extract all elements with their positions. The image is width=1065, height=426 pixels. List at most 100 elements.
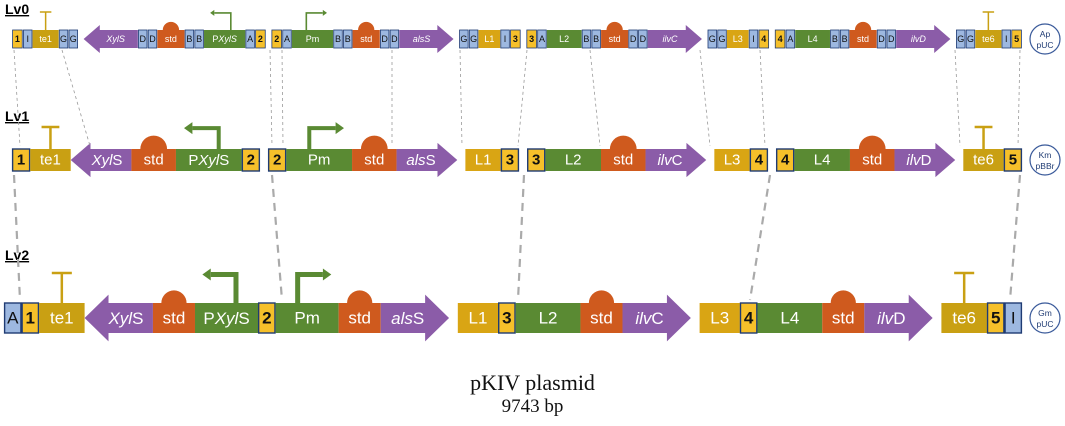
lv0-part-26-box xyxy=(459,29,469,49)
lv0-part-58-box xyxy=(956,29,966,49)
lv0-lng-l2: L2 xyxy=(546,30,582,48)
lv0-pro-pm: Pm xyxy=(291,9,334,48)
lv0-num-3: 3 xyxy=(526,29,537,49)
guide-line-lv0-1 xyxy=(61,49,91,147)
lv1-ter-te1: te1 xyxy=(30,125,71,171)
lv1-num-1: 1 xyxy=(11,148,31,172)
lv0-ovh-b: B xyxy=(591,29,601,49)
lv0-part-11-box xyxy=(194,29,204,49)
lv2-part-17-block xyxy=(699,303,740,333)
lv0-part-40-text: ilvC xyxy=(662,34,677,44)
cds-arrow-icon xyxy=(83,24,138,54)
lv0-part-55-text: D xyxy=(888,34,895,44)
lv1-rbs-std: std xyxy=(600,135,646,171)
lv0-ovh-b: B xyxy=(839,29,850,49)
lv0-part-6-text: XylS xyxy=(105,34,125,44)
lv0-part-45-box xyxy=(748,29,759,49)
lv0-ovh-i: I xyxy=(1001,29,1011,49)
lv2-part-14-block xyxy=(580,303,623,333)
lv1-part-25-text: std xyxy=(862,152,882,169)
lv0-ovh-g: G xyxy=(58,29,69,49)
rbs-icon xyxy=(358,21,375,30)
lv2-part-25-text: I xyxy=(1011,309,1016,328)
lv0-part-27-text: G xyxy=(470,34,477,44)
lv2-part-8-text: std xyxy=(348,309,371,328)
lv0-part-21-block xyxy=(352,30,380,48)
lv1-num-3: 3 xyxy=(500,148,520,172)
lv0-part-22-text: D xyxy=(381,34,388,44)
lv0-ovh-a: A xyxy=(282,29,292,49)
lv0-ovh-d: D xyxy=(628,29,638,49)
lv0-num-4: 4 xyxy=(758,29,770,49)
lv0-part-29-text: I xyxy=(504,34,507,44)
lv0-part-1-box xyxy=(23,29,33,49)
promoter-arrow-icon xyxy=(307,126,336,149)
plasmid-size: 9743 bp xyxy=(501,396,564,417)
lv1-part-24-text: L4 xyxy=(814,152,831,169)
lv0-ter-te6: te6 xyxy=(975,11,1002,48)
lv2-num-2: 2 xyxy=(257,302,276,334)
lv0-rbs-std: std xyxy=(352,21,380,48)
lv0-part-9-block xyxy=(157,30,185,48)
lv2-part-24-text: 5 xyxy=(991,309,1000,328)
lv0-part-52-text: B xyxy=(842,34,848,44)
lv1-part-21-text: 4 xyxy=(755,152,764,169)
lv1-part-1-text: te1 xyxy=(40,152,61,169)
lv2-part-3-text: XylS xyxy=(107,309,143,328)
lv0-part-36-text: B xyxy=(593,34,599,44)
lv0-ovh-g: G xyxy=(707,29,717,49)
lv0-part-38-box xyxy=(628,29,638,49)
lv0-ovh-g: G xyxy=(68,29,78,49)
lv1-ter-te6: te6 xyxy=(963,125,1004,171)
lv0-part-4-box xyxy=(68,29,78,49)
lv0-part-61-text: I xyxy=(1005,34,1008,44)
lv1-part-9-text: std xyxy=(364,152,384,169)
lv1-lng-l2: L2 xyxy=(545,149,601,171)
cds-arrow-icon xyxy=(864,294,933,342)
lv2-part-11-text: L1 xyxy=(468,309,487,328)
lv1-part-3-text: std xyxy=(144,152,164,169)
lv2-lng-l4: L4 xyxy=(757,303,823,333)
lv2-part-18-box xyxy=(739,302,758,334)
promoter-arrow-icon xyxy=(192,126,221,149)
lv0-part-3-box xyxy=(58,29,69,49)
lv2-ter-te1: te1 xyxy=(39,271,85,333)
lv0-part-29-box xyxy=(500,29,510,49)
lv0-part-23-text: D xyxy=(391,34,398,44)
promoter-arrow-icon xyxy=(295,272,323,303)
lv0-cds-ilvc: ilvC xyxy=(647,24,702,54)
lv2-part-20-text: std xyxy=(832,309,855,328)
lv0-part-2-block xyxy=(32,30,59,48)
guide-line-lv1-1 xyxy=(270,174,284,301)
lv0-part-53-block xyxy=(849,30,877,48)
lv1-part-29-text: 5 xyxy=(1009,152,1017,169)
lv2-part-0-box xyxy=(3,302,22,334)
lv2-part-2-text: te1 xyxy=(50,309,74,328)
lv1-part-0-text: 1 xyxy=(17,152,25,169)
lv2-part-19-block xyxy=(757,303,823,333)
lv0-ovh-g: G xyxy=(717,29,727,49)
lv1-cds-ilvc: ilvC xyxy=(645,142,707,178)
guide-line-lv1-0 xyxy=(12,174,22,301)
lv0-part-45-text: I xyxy=(752,34,755,44)
terminator-icon xyxy=(954,271,975,303)
lv0-part-4-text: G xyxy=(70,34,77,44)
lv1-part-29-box xyxy=(1003,148,1023,172)
lv1-part-0-box xyxy=(11,148,31,172)
lv1-part-17-block xyxy=(600,149,646,171)
lv2-part-7-text: Pm xyxy=(294,309,320,328)
lv2-part-4-block xyxy=(152,303,195,333)
lv0-part-43-box xyxy=(717,29,727,49)
rbs-icon xyxy=(854,21,872,30)
lv2-part-9-text: alsS xyxy=(391,309,424,328)
lv1-part-23-text: 4 xyxy=(781,152,790,169)
guide-line-lv1-2 xyxy=(516,174,526,301)
lv0-part-19-text: B xyxy=(335,34,341,44)
lv0-num-2: 2 xyxy=(255,29,266,49)
lv2-part-24-box xyxy=(986,302,1005,334)
lv0-part-17-text: A xyxy=(284,34,290,44)
lv2-part-11-block xyxy=(457,303,499,333)
lv1-cds-xyls: XylS xyxy=(70,142,132,178)
